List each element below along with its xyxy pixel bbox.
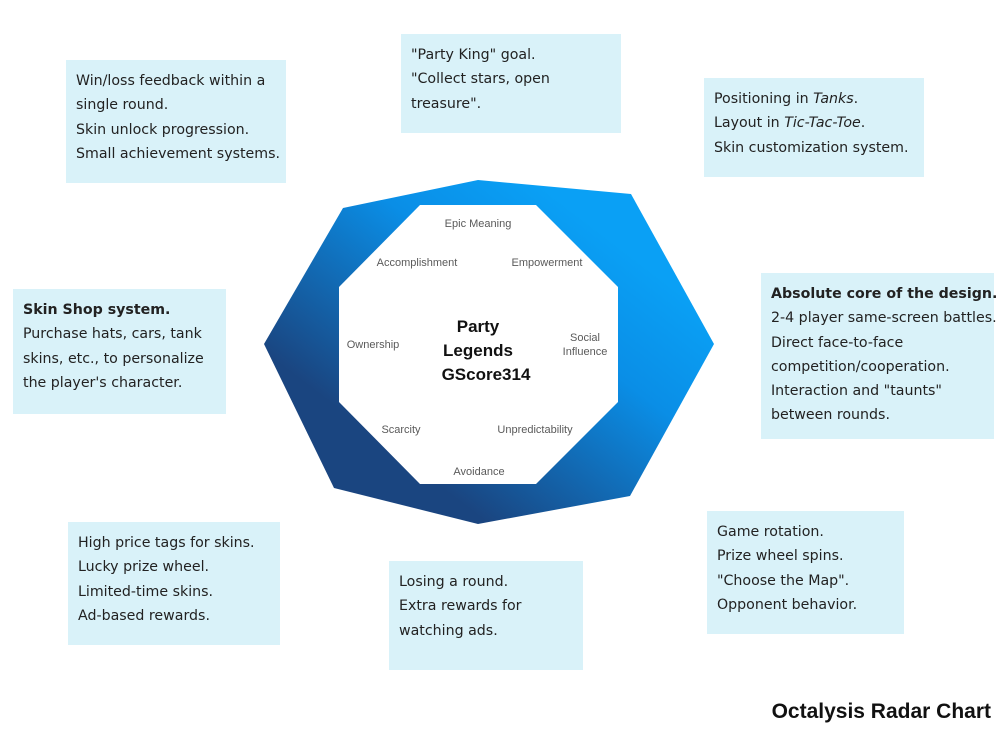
- note-text: Layout in: [714, 115, 785, 132]
- chart-title: Octalysis Radar Chart: [771, 700, 991, 723]
- note-line: Interaction and "taunts": [771, 383, 942, 400]
- note-text: Positioning in: [714, 91, 814, 107]
- note-game-title: Tanks: [813, 91, 854, 107]
- note-line: Prize wheel spins.: [717, 548, 844, 565]
- note-line: 2-4 player same-screen battles.: [771, 310, 997, 327]
- note-line: Positioning in Tanks.: [714, 87, 914, 111]
- note-line: Purchase hats, cars, tank: [23, 326, 202, 343]
- note-line: competition/cooperation.: [771, 358, 950, 375]
- dimension-label-scarcity: Scarcity: [381, 424, 421, 436]
- note-line: Win/loss feedback within a: [76, 73, 266, 89]
- note-line: single round.: [76, 97, 169, 114]
- note-text: .: [860, 115, 866, 132]
- note-line: Small achievement systems.: [76, 145, 281, 162]
- center-title-line-1: Party: [457, 317, 500, 336]
- note-game-title: Tic-Tac-Toe: [784, 115, 861, 132]
- note-line: Skin unlock progression.: [76, 121, 250, 138]
- note-empowerment: Positioning in Tanks. Layout in Tic-Tac-…: [704, 78, 924, 177]
- note-line: Game rotation.: [717, 524, 824, 540]
- note-line: treasure".: [411, 95, 482, 112]
- note-line: Lucky prize wheel.: [78, 559, 210, 576]
- dimension-label-ownership: Ownership: [347, 339, 400, 351]
- center-title-line-2: Legends: [443, 341, 513, 360]
- note-line: High price tags for skins.: [78, 535, 255, 551]
- note-line: "Party King" goal.: [411, 47, 536, 63]
- note-epic-meaning: "Party King" goal. "Collect stars, open …: [401, 34, 621, 133]
- note-avoidance: Losing a round. Extra rewards for watchi…: [389, 561, 583, 670]
- note-line: "Collect stars, open: [411, 71, 550, 88]
- note-line: Layout in Tic-Tac-Toe.: [714, 111, 914, 135]
- dimension-label-epic-meaning: Epic Meaning: [445, 218, 512, 230]
- dimension-label-empowerment: Empowerment: [512, 257, 583, 269]
- note-unpredictability: Game rotation. Prize wheel spins. "Choos…: [707, 511, 904, 634]
- note-text: .: [853, 91, 859, 107]
- note-heading: Skin Shop system.: [23, 302, 171, 318]
- note-line: "Choose the Map".: [717, 572, 850, 589]
- dimension-label-unpredictability: Unpredictability: [497, 424, 573, 436]
- note-line: Ad-based rewards.: [78, 607, 210, 624]
- note-social-influence: Absolute core of the design. 2-4 player …: [761, 273, 998, 439]
- note-accomplishment: Win/loss feedback within a single round.…: [66, 60, 286, 183]
- inner-octagon: [339, 205, 618, 484]
- note-line: Losing a round.: [399, 574, 509, 590]
- dimension-label-accomplishment: Accomplishment: [377, 257, 458, 269]
- note-ownership: Skin Shop system. Purchase hats, cars, t…: [13, 289, 226, 414]
- note-line: Skin customization system.: [714, 139, 909, 156]
- note-line: between rounds.: [771, 407, 890, 424]
- note-line: Opponent behavior.: [717, 596, 858, 613]
- dimension-label-avoidance: Avoidance: [453, 466, 504, 478]
- note-scarcity: High price tags for skins. Lucky prize w…: [68, 522, 280, 645]
- note-line: watching ads.: [399, 622, 498, 639]
- note-line: the player's character.: [23, 374, 183, 391]
- note-heading: Absolute core of the design.: [771, 286, 998, 302]
- center-title-line-3: GScore314: [442, 365, 531, 384]
- note-line: Extra rewards for: [399, 598, 522, 615]
- note-line: skins, etc., to personalize: [23, 350, 204, 367]
- note-line: Limited-time skins.: [78, 583, 214, 600]
- note-line: Direct face-to-face: [771, 334, 904, 351]
- center-title: Party Legends GScore314: [442, 317, 531, 384]
